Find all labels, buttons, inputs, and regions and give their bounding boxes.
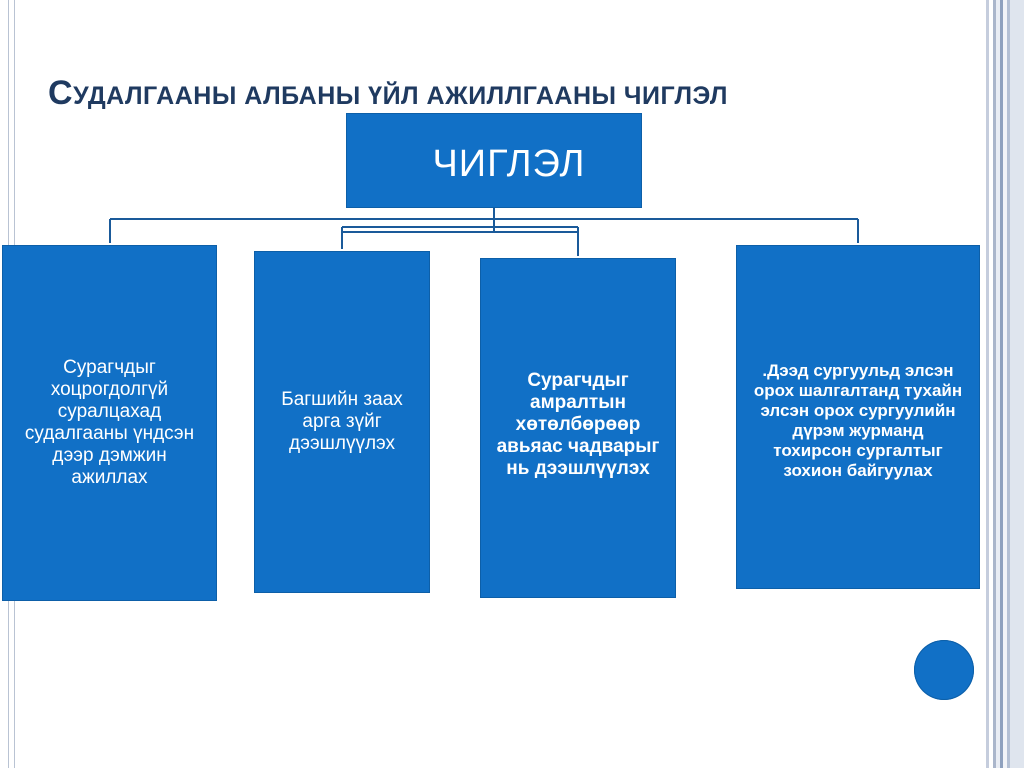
child-box-3: Сурагчдыг амралтын хөтөлбөрөөр авьяас ча… <box>480 258 676 598</box>
blue-circle-icon <box>914 640 974 700</box>
slide-title: СУДАЛГААНЫ АЛБАНЫ ҮЙЛ АЖИЛЛГААНЫ ЧИГЛЭЛ <box>48 74 728 113</box>
right-decorative-stripes <box>976 0 1024 768</box>
child-box-4: .Дээд сургуульд элсэн орох шалгалтанд ту… <box>736 245 980 589</box>
title-rest: УДАЛГААНЫ АЛБАНЫ ҮЙЛ АЖИЛЛГААНЫ ЧИГЛЭЛ <box>73 82 728 110</box>
title-first-letter: С <box>48 74 74 112</box>
child-label-2: Багшийн заах арга зүйг дээшлүүлэх <box>281 389 403 454</box>
child-box-2: Багшийн заах арга зүйг дээшлүүлэх <box>254 251 430 593</box>
child-label-4: .Дээд сургуульд элсэн орох шалгалтанд ту… <box>753 361 963 480</box>
child-label-1: Сурагчдыг хоцрогдолгүй суралцахад судалг… <box>24 357 195 488</box>
child-label-3: Сурагчдыг амралтын хөтөлбөрөөр авьяас ча… <box>496 370 660 479</box>
root-label: ЧИГЛЭЛ <box>432 143 586 185</box>
child-box-1: Сурагчдыг хоцрогдолгүй суралцахад судалг… <box>2 245 217 601</box>
root-box: ЧИГЛЭЛ <box>346 113 642 208</box>
